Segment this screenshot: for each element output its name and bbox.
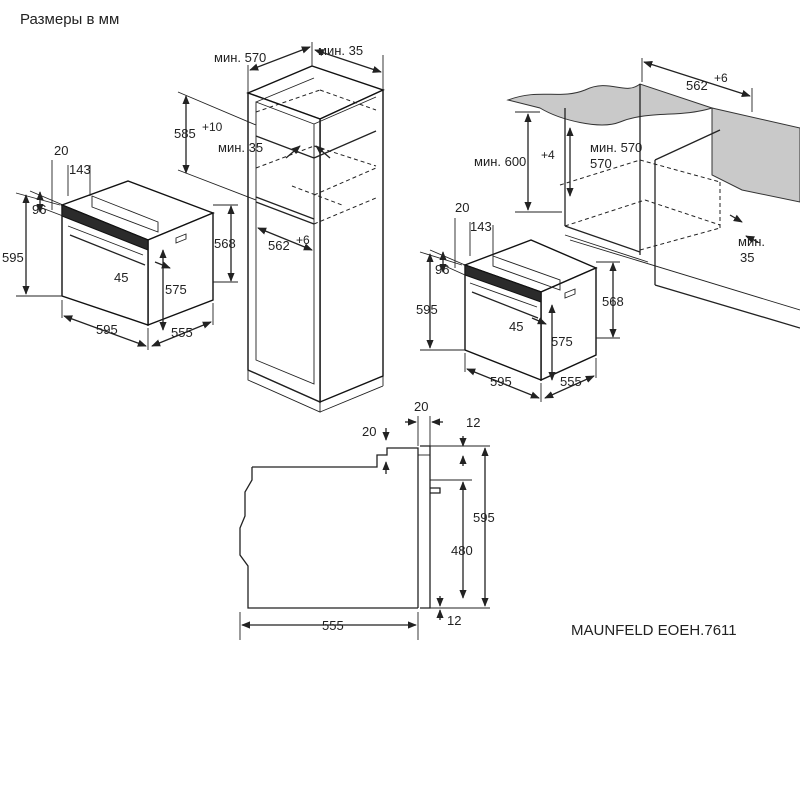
drawing-title: Размеры в мм (20, 11, 120, 28)
tall-cabinet-drawing: мин. 570 мин. 35 585 +10 мин. 35 562 +6 (174, 42, 385, 413)
dim-label-min600: мин. 600 (474, 154, 526, 169)
dim-label-45: 45 (114, 270, 128, 285)
dim-label-480-side: 480 (451, 543, 473, 558)
dim-label-12-bottom-side: 12 (447, 613, 461, 628)
dim-label-555-side: 555 (322, 618, 344, 633)
dim-label-555-r: 555 (560, 374, 582, 389)
dim-label-12-top-side: 12 (466, 415, 480, 430)
dim-label-585: 585 (174, 126, 196, 141)
dim-label-20-left-side: 20 (362, 424, 376, 439)
dim-label-min600-tolerance: +4 (541, 148, 555, 162)
dim-label-143: 143 (69, 162, 91, 177)
dim-label-20: 20 (54, 143, 68, 158)
dim-label-575: 575 (165, 282, 187, 297)
dim-label-568: 568 (214, 236, 236, 251)
dim-label-min35-mid: мин. 35 (218, 140, 263, 155)
dim-label-562-uc-tolerance: +6 (714, 71, 728, 85)
dim-label-143-r: 143 (470, 219, 492, 234)
dim-label-96-r: 96 (435, 262, 449, 277)
dim-label-min35-top: мин. 35 (318, 43, 363, 58)
dim-label-568-r: 568 (602, 294, 624, 309)
dim-label-570-uc: 570 (590, 156, 612, 171)
dim-label-min35-uc-a: мин. (738, 234, 765, 249)
oven-left-drawing: 20 143 96 595 568 45 575 595 555 (2, 143, 238, 350)
dim-label-45-r: 45 (509, 319, 523, 334)
dim-label-595-width-r: 595 (490, 374, 512, 389)
dim-label-min570-uc: мин. 570 (590, 140, 642, 155)
under-counter-drawing: 562 +6 мин. 600 +4 мин. 570 570 мин. 35 (474, 58, 800, 329)
dim-label-min35-uc-b: 35 (740, 250, 754, 265)
dim-label-562-tolerance: +6 (296, 233, 310, 247)
dim-label-96: 96 (32, 202, 46, 217)
dim-label-555: 555 (171, 325, 193, 340)
dim-label-20-r: 20 (455, 200, 469, 215)
dim-label-595-width: 595 (96, 322, 118, 337)
dim-label-min570: мин. 570 (214, 50, 266, 65)
model-name: MAUNFELD EOEH.7611 (571, 622, 737, 639)
oven-right-drawing: 20 143 96 595 568 45 575 595 555 (416, 200, 624, 402)
dim-label-595-height: 595 (2, 250, 24, 265)
dim-label-562: 562 (268, 238, 290, 253)
dim-label-20-top-side: 20 (414, 399, 428, 414)
dim-label-595-side: 595 (473, 510, 495, 525)
dim-label-595-height-r: 595 (416, 302, 438, 317)
dim-label-585-tolerance: +10 (202, 120, 223, 134)
dim-label-562-uc: 562 (686, 78, 708, 93)
side-view-drawing: 20 20 12 595 480 12 555 (239, 399, 495, 640)
dim-label-575-r: 575 (551, 334, 573, 349)
